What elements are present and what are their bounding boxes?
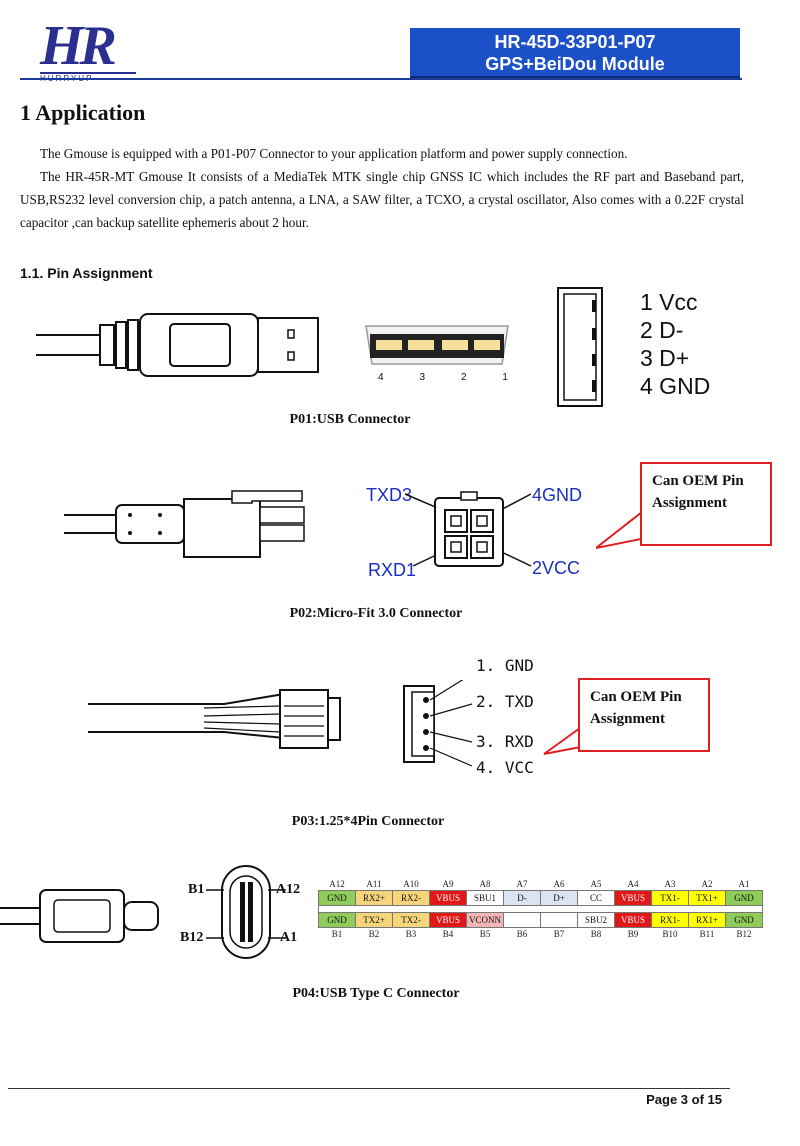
typec-pin-label: A1 — [738, 879, 750, 889]
typec-pin-label: A5 — [590, 879, 602, 889]
typec-pin-label: A4 — [627, 879, 639, 889]
microfit-connector-face — [405, 491, 532, 567]
description-paragraph: The HR-45R-MT Gmouse It consists of a Me… — [20, 169, 744, 230]
document-title-box: HR-45D-33P01-P07 GPS+BeiDou Module — [410, 28, 740, 80]
header-divider — [20, 78, 742, 80]
typec-pin-signal: TX1+ — [688, 890, 726, 906]
typec-pin-label: A2 — [701, 879, 713, 889]
p03-pin-gnd: 1. GND — [476, 656, 534, 675]
usb-pin-d-plus: 3 D+ — [640, 345, 690, 371]
typec-cable-drawing — [0, 889, 159, 943]
product-part-number: HR-45D-33P01-P07 — [494, 32, 656, 52]
typec-pin-signal: VCONN — [466, 912, 504, 928]
typec-pin-signal: GND — [318, 912, 356, 928]
typec-pin-label: B11 — [699, 929, 715, 939]
typec-pin-signal: GND — [318, 890, 356, 906]
typec-pin-label: A8 — [479, 879, 491, 889]
microfit-cable-drawing — [64, 490, 305, 558]
typec-pin-label: B9 — [627, 929, 639, 939]
jst-connector-face — [403, 680, 473, 767]
usb-pin-gnd: 4 GND — [640, 373, 711, 399]
typec-pin-label: B6 — [516, 929, 528, 939]
p03-pin-rxd: 3. RXD — [476, 732, 534, 751]
jst-cable-drawing — [88, 689, 341, 749]
usb-pin-list: 1 Vcc 2 D- 3 D+ 4 GND — [640, 288, 710, 400]
typec-pin-signal — [540, 912, 578, 928]
typec-pin-signal: SBU1 — [466, 890, 504, 906]
typec-pin-signal: RX2+ — [355, 890, 393, 906]
typec-pin-label: B2 — [368, 929, 380, 939]
p03-oem-callout: Can OEM Pin Assignment — [578, 678, 710, 752]
typec-pin-label: A9 — [442, 879, 454, 889]
typec-pin-signal: RX1- — [651, 912, 689, 928]
typec-pin-label: B1 — [331, 929, 343, 939]
typec-pin-signal: CC — [577, 890, 615, 906]
usb-side-view — [557, 287, 603, 407]
usb-pin-d-minus: 2 D- — [640, 317, 684, 343]
typec-pin-signal: RX2- — [392, 890, 430, 906]
typec-pin-signal: D+ — [540, 890, 578, 906]
typec-pin-label: A6 — [553, 879, 565, 889]
typec-pin-signal: RX1+ — [688, 912, 726, 928]
typec-pin-label: A11 — [366, 879, 382, 889]
p03-pin-vcc: 4. VCC — [476, 758, 534, 777]
usb-pin-number: 2 — [460, 372, 467, 383]
usb-pin-number: 4 — [378, 372, 384, 383]
usb-port-front-view — [365, 325, 509, 365]
typec-pin-signal: VBUS — [429, 912, 467, 928]
typec-pin-signal: VBUS — [614, 912, 652, 928]
typec-pin-signal: GND — [725, 890, 763, 906]
typec-pin-signal: TX2+ — [355, 912, 393, 928]
typec-pin-label: B12 — [736, 929, 752, 939]
p03-caption: P03:1.25*4Pin Connector — [291, 814, 445, 829]
typec-pin-label: A12 — [329, 879, 345, 889]
typec-pin-signal: GND — [725, 912, 763, 928]
p02-caption: P02:Micro-Fit 3.0 Connector — [289, 606, 463, 621]
logo-letters: HR — [40, 15, 117, 77]
p02-txd-label: TXD3 — [366, 485, 413, 505]
section-heading: 1 Application — [20, 100, 146, 125]
typec-b1-label: B1 — [188, 882, 205, 897]
typec-pin-signal: VBUS — [614, 890, 652, 906]
intro-paragraph: The Gmouse is equipped with a P01-P07 Co… — [40, 146, 628, 161]
typec-a1-label: A1 — [280, 930, 298, 945]
typec-b12-label: B12 — [180, 930, 204, 945]
page-number: Page 3 of 15 — [646, 1092, 722, 1107]
typec-pin-label: B5 — [479, 929, 491, 939]
typec-pin-label: B8 — [590, 929, 602, 939]
usb-pin-numbers: 4 3 2 1 — [378, 372, 508, 383]
typec-pin-label: B10 — [662, 929, 678, 939]
typec-pin-signal: TX1- — [651, 890, 689, 906]
typec-pin-label: B4 — [442, 929, 454, 939]
typec-pin-signal: D- — [503, 890, 541, 906]
p02-rxd-label: RXD1 — [368, 560, 417, 580]
typec-port-face — [206, 865, 286, 959]
typec-pin-signal: SBU2 — [577, 912, 615, 928]
typec-pin-signal: TX2- — [392, 912, 430, 928]
p04-caption: P04:USB Type C Connector — [292, 986, 460, 1001]
typec-pin-label: A10 — [403, 879, 419, 889]
footer-divider — [8, 1088, 730, 1089]
p02-vcc-label: 2VCC — [532, 558, 581, 578]
p02-oem-callout: Can OEM Pin Assignment — [640, 462, 772, 546]
p01-caption: P01:USB Connector — [289, 412, 411, 427]
usb-pin-number: 3 — [419, 372, 426, 383]
typec-pin-label: B3 — [405, 929, 417, 939]
company-logo: HR HURRYUP — [40, 15, 140, 83]
typec-pin-signal — [503, 912, 541, 928]
product-name: GPS+BeiDou Module — [485, 54, 665, 74]
typec-pin-label: B7 — [553, 929, 565, 939]
typec-a12-label: A12 — [276, 882, 301, 897]
typec-pin-label: A7 — [516, 879, 528, 889]
p02-gnd-label: 4GND — [532, 485, 583, 505]
usb-pin-number: 1 — [502, 372, 508, 383]
typec-pin-signal: VBUS — [429, 890, 467, 906]
p03-pin-txd: 2. TXD — [476, 692, 534, 711]
usb-cable-drawing — [36, 313, 319, 377]
usb-pin-vcc: 1 Vcc — [640, 289, 698, 315]
pin-assignment-heading: 1.1. Pin Assignment — [20, 265, 153, 281]
typec-pin-label: A3 — [664, 879, 676, 889]
